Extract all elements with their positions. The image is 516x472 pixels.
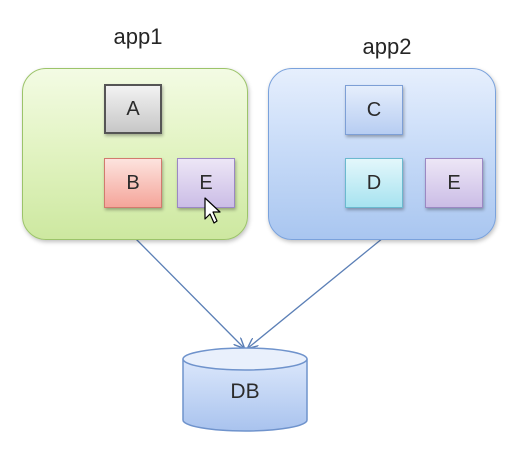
app1-node-a[interactable]: A (104, 84, 162, 134)
app2-node-e[interactable]: E (425, 158, 483, 208)
db-top (182, 347, 308, 371)
db-body (182, 359, 308, 432)
app1-node-b[interactable]: B (104, 158, 162, 208)
app2-node-d[interactable]: D (345, 158, 403, 208)
app2-title: app2 (362, 34, 412, 59)
app1-title: app1 (113, 24, 163, 49)
db-label: DB (230, 380, 260, 403)
arrow-app1-to-db (132, 235, 244, 348)
app2-node-c[interactable]: C (345, 85, 403, 135)
arrow-app2-to-db (248, 237, 384, 348)
